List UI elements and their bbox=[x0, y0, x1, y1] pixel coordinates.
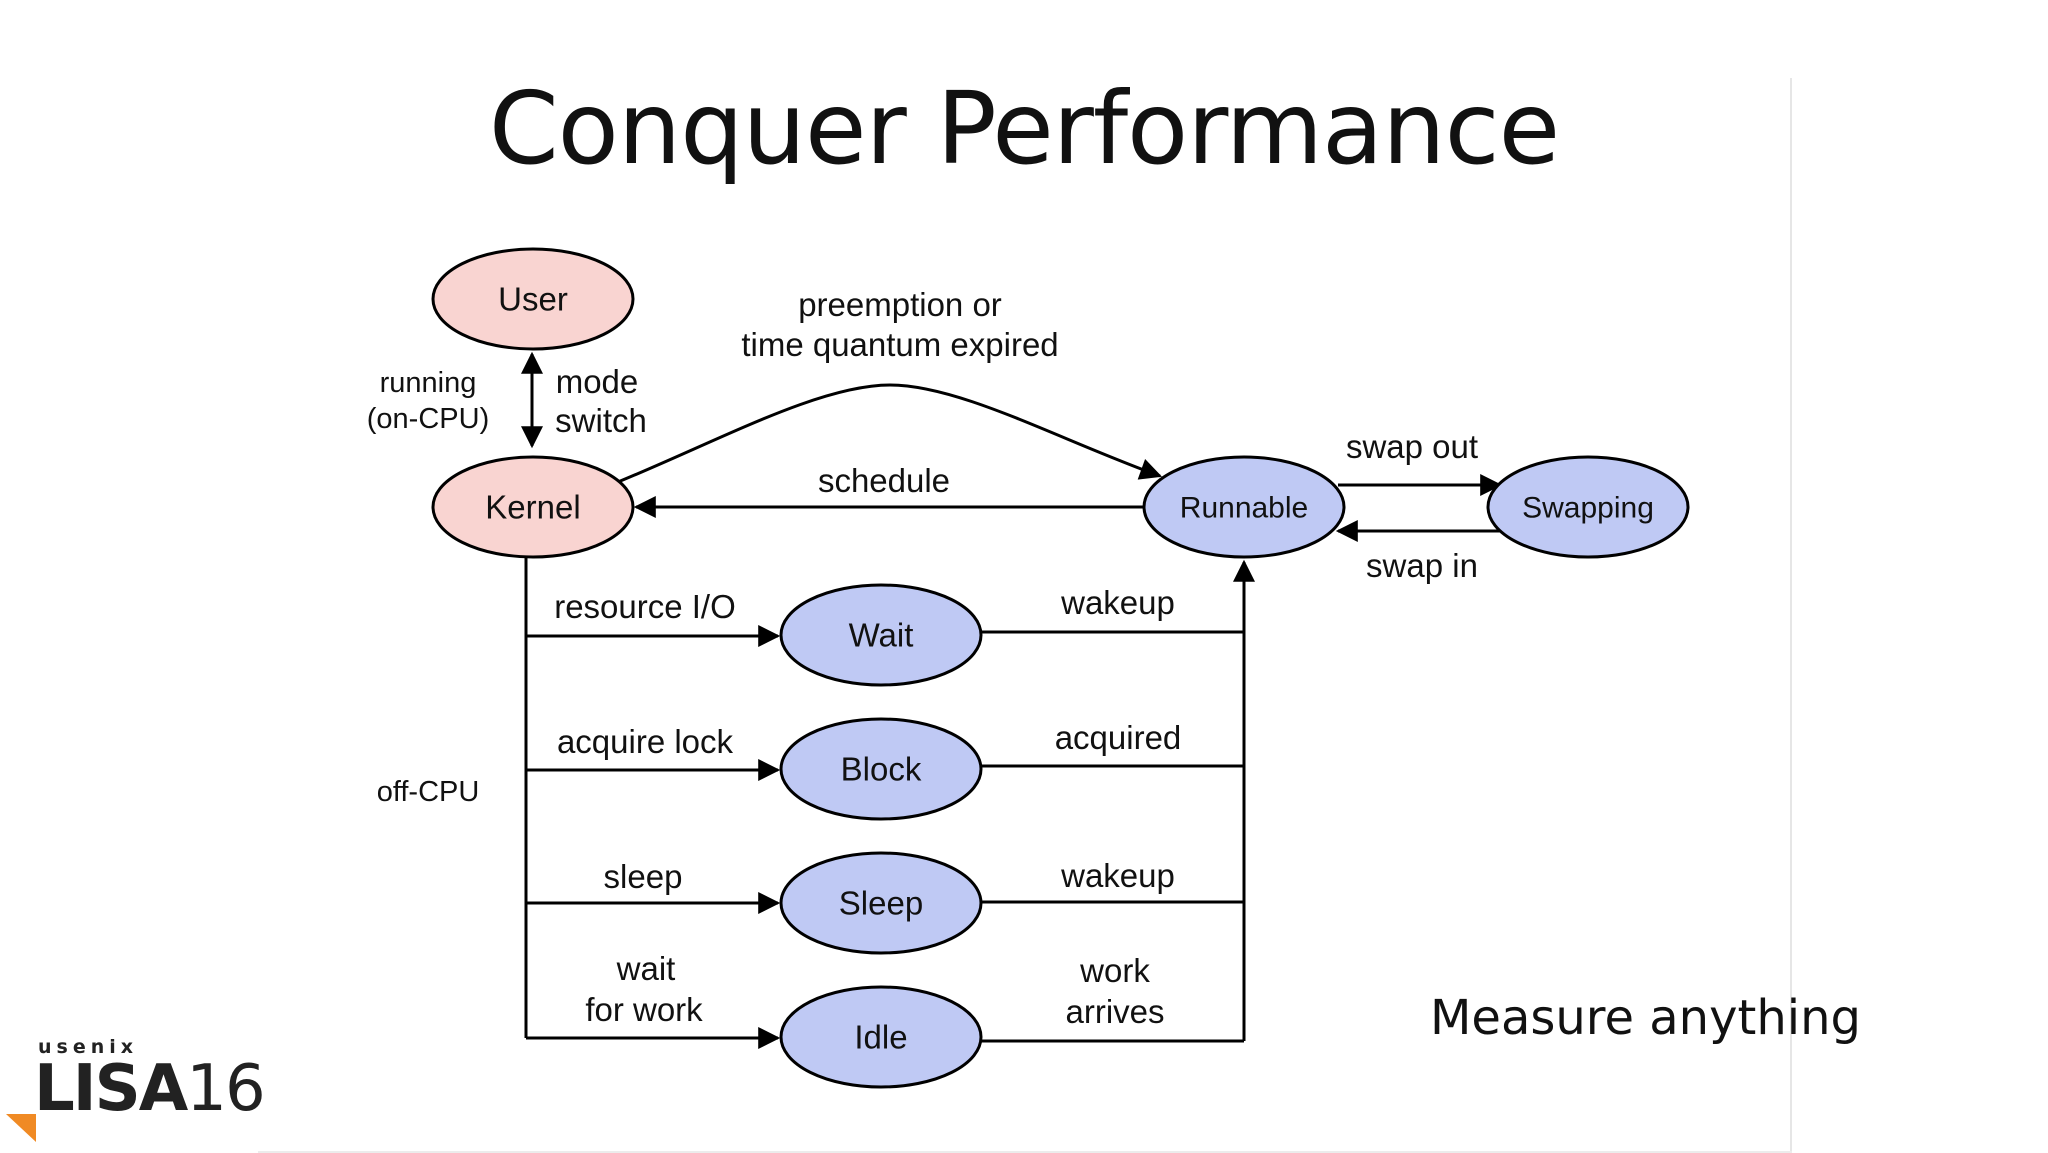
label-time-quantum: time quantum expired bbox=[741, 326, 1058, 363]
label-running: running bbox=[380, 367, 477, 399]
preemption-arrow bbox=[617, 383, 1163, 484]
node-swapping: Swapping bbox=[1486, 455, 1690, 559]
edges bbox=[521, 351, 1503, 1049]
label-on-cpu: (on-CPU) bbox=[367, 403, 489, 435]
label-switch: switch bbox=[555, 402, 647, 439]
lisa-logo-text: LISA bbox=[34, 1052, 188, 1126]
node-kernel: Kernel bbox=[431, 455, 635, 559]
node-wait-label: Wait bbox=[849, 617, 914, 654]
label-work: work bbox=[1079, 952, 1150, 989]
node-user-label: User bbox=[498, 281, 568, 318]
lisa-logo-corner-mark-icon bbox=[6, 1114, 36, 1142]
node-sleep-label: Sleep bbox=[839, 885, 923, 922]
label-arrives: arrives bbox=[1065, 993, 1164, 1030]
slide-title: Conquer Performance bbox=[488, 70, 1560, 187]
node-block-label: Block bbox=[841, 751, 922, 788]
node-swapping-label: Swapping bbox=[1522, 492, 1654, 525]
usenix-logo-text: usenix bbox=[38, 1036, 139, 1058]
lisa-logo-number: 16 bbox=[186, 1052, 265, 1126]
edge-labels: running (on-CPU) mode switch preemption … bbox=[367, 286, 1478, 1030]
label-wakeup-2: wakeup bbox=[1060, 857, 1175, 894]
label-for-work: for work bbox=[585, 991, 703, 1028]
label-sleep: sleep bbox=[604, 858, 683, 895]
node-kernel-label: Kernel bbox=[485, 489, 580, 526]
label-acquire-lock: acquire lock bbox=[557, 723, 734, 760]
label-wait: wait bbox=[616, 950, 676, 987]
node-block: Block bbox=[779, 717, 983, 821]
label-off-cpu: off-CPU bbox=[377, 776, 480, 808]
node-idle: Idle bbox=[779, 985, 983, 1089]
label-swap-out: swap out bbox=[1346, 428, 1478, 465]
label-resource-io: resource I/O bbox=[554, 588, 736, 625]
slide-frame-bottom-edge bbox=[258, 1151, 1792, 1153]
label-mode: mode bbox=[556, 363, 639, 400]
lisa16-logo: LISA16 bbox=[34, 1052, 266, 1126]
node-runnable: Runnable bbox=[1142, 455, 1346, 559]
label-swap-in: swap in bbox=[1366, 547, 1478, 584]
label-wakeup: wakeup bbox=[1060, 584, 1175, 621]
slide-caption: Measure anything bbox=[1430, 990, 1861, 1046]
label-preemption: preemption or bbox=[798, 286, 1002, 323]
node-runnable-label: Runnable bbox=[1180, 492, 1308, 525]
label-schedule: schedule bbox=[818, 462, 950, 499]
node-wait: Wait bbox=[779, 583, 983, 687]
label-acquired: acquired bbox=[1055, 719, 1182, 756]
node-user: User bbox=[431, 247, 635, 351]
node-sleep: Sleep bbox=[779, 851, 983, 955]
slide-frame-right-edge bbox=[1790, 78, 1792, 1153]
node-idle-label: Idle bbox=[854, 1019, 907, 1056]
